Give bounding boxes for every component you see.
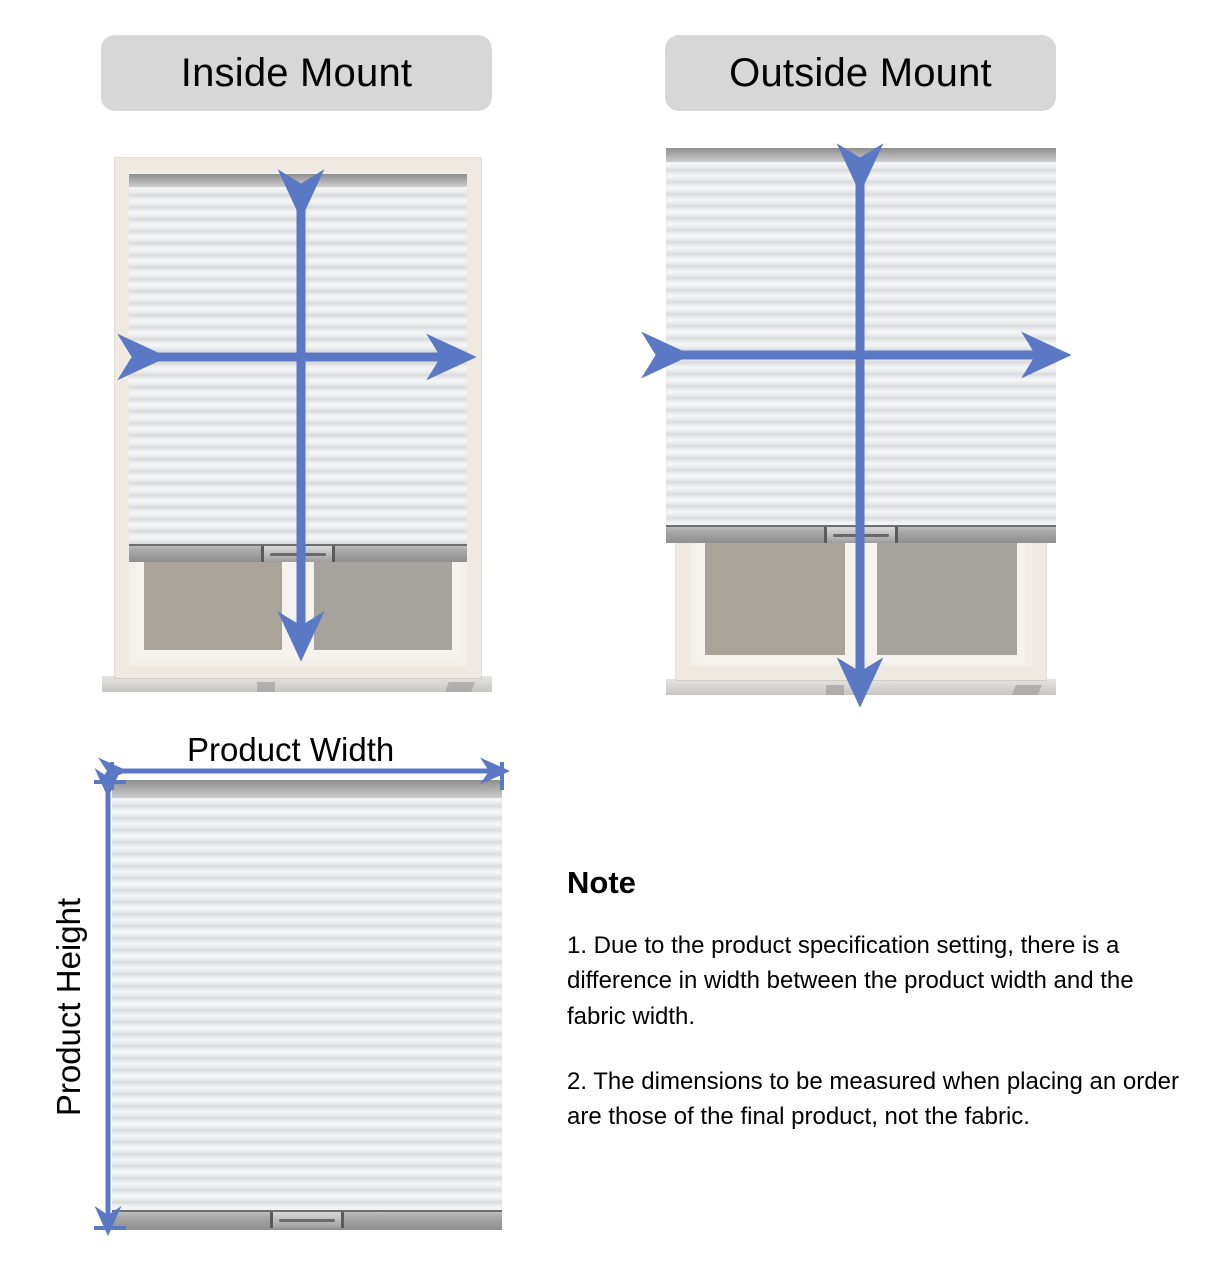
inside-mount-label: Inside Mount [101,35,492,111]
glass-pane-left [136,548,290,658]
window-sill [102,676,492,692]
shade-handle-icon [261,546,335,562]
product-bottomrail [112,1210,502,1230]
glass-pane-right [306,548,460,658]
outside-mount-label-text: Outside Mount [729,50,992,95]
window-mullion [853,535,869,663]
product-width-label: Product Width [187,731,395,768]
shade-headrail [666,148,1056,162]
glass-pane-right [869,535,1025,663]
window-sill [666,679,1056,695]
inside-mount-label-text: Inside Mount [180,50,413,95]
product-fabric [112,798,502,1210]
shade-bottomrail [129,544,467,562]
product-headrail [112,780,502,798]
window-mullion [290,548,306,658]
shade-fabric [129,187,467,544]
outside-mount-label: Outside Mount [665,35,1056,111]
note-title: Note [567,865,636,900]
sill-marking [826,685,844,695]
note-item-2: 2. The dimensions to be measured when pl… [567,1067,1179,1131]
product-height-label: Product Height [50,897,88,1117]
sill-marking [445,682,475,692]
shade-handle-icon [824,527,898,543]
note-item-1: 1. Due to the product specification sett… [567,932,1134,1030]
shade-bottomrail [666,525,1056,543]
window-glass-area [697,535,1025,663]
glass-pane-left [697,535,853,663]
window-glass-area [136,548,460,658]
shade-fabric [666,162,1056,525]
sill-marking [257,682,275,692]
product-handle-icon [270,1212,344,1228]
note-section: Note 1. Due to the product specification… [567,865,1192,1134]
shade-headrail [129,174,467,187]
sill-marking [1012,685,1042,695]
